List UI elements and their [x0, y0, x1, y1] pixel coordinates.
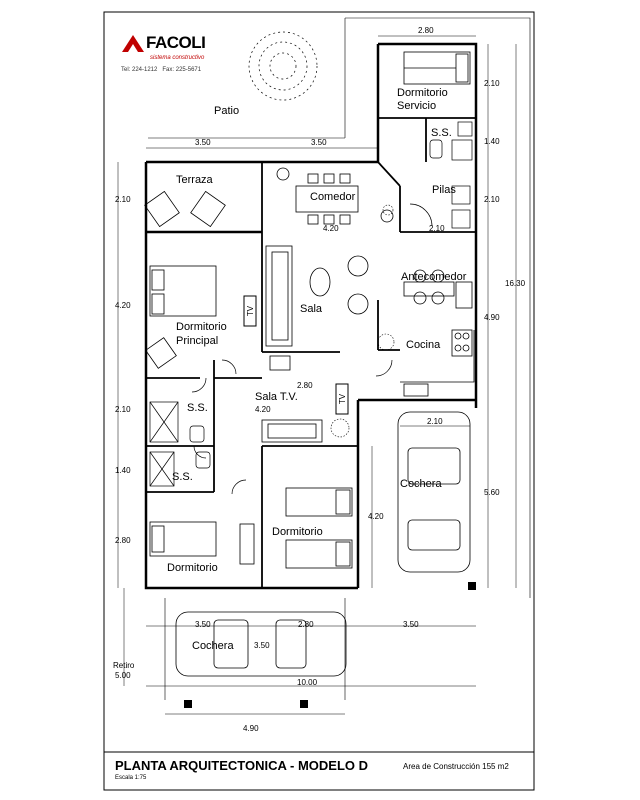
dim-140-a: 1.40	[484, 137, 500, 146]
dining-table-icon	[276, 167, 394, 225]
lounge-chair-icon	[144, 190, 226, 228]
room-label-terraza: Terraza	[176, 174, 213, 186]
brand-name: FACOLI	[146, 33, 206, 52]
room-label-patio: Patio	[214, 105, 240, 117]
dim-210-cochera: 2.10	[427, 417, 443, 426]
room-label-dormitorio-2: Dormitorio	[272, 526, 323, 538]
facoli-logo-icon	[122, 35, 144, 52]
dim-350-bot-a: 3.50	[195, 620, 211, 629]
bedroom-beds-icon	[149, 487, 353, 569]
dim-420-dorm: 4.20	[368, 512, 384, 521]
columns	[184, 582, 476, 708]
room-label-cochera-1: Cochera	[400, 478, 442, 490]
property-boundary	[148, 17, 531, 700]
room-label-pilas: Pilas	[432, 184, 456, 196]
dim-350-bot-b: 3.50	[403, 620, 419, 629]
drawing-title: PLANTA ARQUITECTONICA - MODELO D	[115, 758, 369, 773]
sheet-frame	[103, 11, 535, 791]
room-label-ss-2: S.S.	[172, 471, 193, 483]
bed-icon	[403, 51, 471, 85]
car-icon	[175, 411, 471, 677]
sofa-icon	[265, 245, 369, 371]
tv-sofa-icon	[261, 419, 323, 443]
dim-210-left-a: 2.10	[115, 195, 131, 204]
dim-280-top: 2.80	[418, 26, 434, 35]
dim-350-a: 3.50	[195, 138, 211, 147]
tv-label-1: TV	[246, 305, 256, 317]
dim-210-left-b: 2.10	[115, 405, 131, 414]
kitchen-counter-icon	[400, 329, 475, 397]
dim-560: 5.60	[484, 488, 500, 497]
breakfast-table-icon	[403, 269, 473, 309]
plant-icon	[330, 204, 395, 438]
room-label-cocina: Cocina	[406, 339, 441, 351]
room-label-sala-tv: Sala T.V.	[255, 391, 298, 403]
dim-210-b: 2.10	[484, 195, 500, 204]
room-label-antecomedor: Antecomedor	[401, 271, 467, 283]
dimension-lines	[117, 35, 517, 715]
room-label-dormitorio-servicio: Dormitorio	[397, 87, 448, 99]
tv-stand-icon	[243, 295, 349, 415]
bath-fixtures-icon	[429, 121, 473, 161]
dim-420-comedor: 4.20	[323, 224, 339, 233]
exterior-walls	[144, 42, 478, 590]
sink-icon	[451, 185, 471, 229]
door-swings	[191, 203, 433, 495]
room-label-sala: Sala	[300, 303, 323, 315]
interior-walls	[146, 117, 476, 588]
dim-210-a: 2.10	[484, 79, 500, 88]
construction-area: Area de Construcción 155 m2	[403, 762, 509, 771]
room-label-comedor: Comedor	[310, 191, 356, 203]
dim-350-b: 3.50	[311, 138, 327, 147]
master-bed-icon	[145, 265, 217, 369]
room-label-dormitorio-1: Dormitorio	[167, 562, 218, 574]
room-label-dormitorio-principal: Dormitorio	[176, 321, 227, 333]
dim-140-left: 1.40	[115, 466, 131, 475]
room-label-ss-1: S.S.	[187, 402, 208, 414]
dim-350-cochera: 3.50	[254, 641, 270, 650]
dim-420-left: 4.20	[115, 301, 131, 310]
drawing-scale: Escala 1:75	[115, 775, 147, 781]
bathroom-fixtures-icon	[149, 401, 211, 487]
dim-420-sala: 4.20	[255, 405, 271, 414]
dim-1000: 10.00	[297, 678, 318, 687]
dim-490-bot: 4.90	[243, 724, 259, 733]
room-label-cochera-2: Cochera	[192, 640, 234, 652]
tv-label-2: TV	[338, 393, 348, 405]
dim-280-left: 2.80	[115, 536, 131, 545]
room-label-principal: Principal	[176, 335, 219, 347]
dim-490-right: 4.90	[484, 313, 500, 322]
dim-1630: 16.30	[505, 279, 526, 288]
brand-subtitle: sistema constructivo	[150, 55, 205, 61]
dim-280-bot: 2.80	[298, 620, 314, 629]
brand-phone: Tel: 224-1212 Fax: 225-5671	[121, 67, 202, 73]
dim-500: 5.00	[115, 671, 131, 680]
dim-210-pilas: 2.10	[429, 224, 445, 233]
tree-icon	[248, 31, 318, 101]
retiro-label: Retiro	[113, 661, 135, 670]
room-label-ss-servicio: S.S.	[431, 127, 452, 139]
room-label-servicio: Servicio	[397, 100, 437, 112]
dim-280-sala: 2.80	[297, 381, 313, 390]
